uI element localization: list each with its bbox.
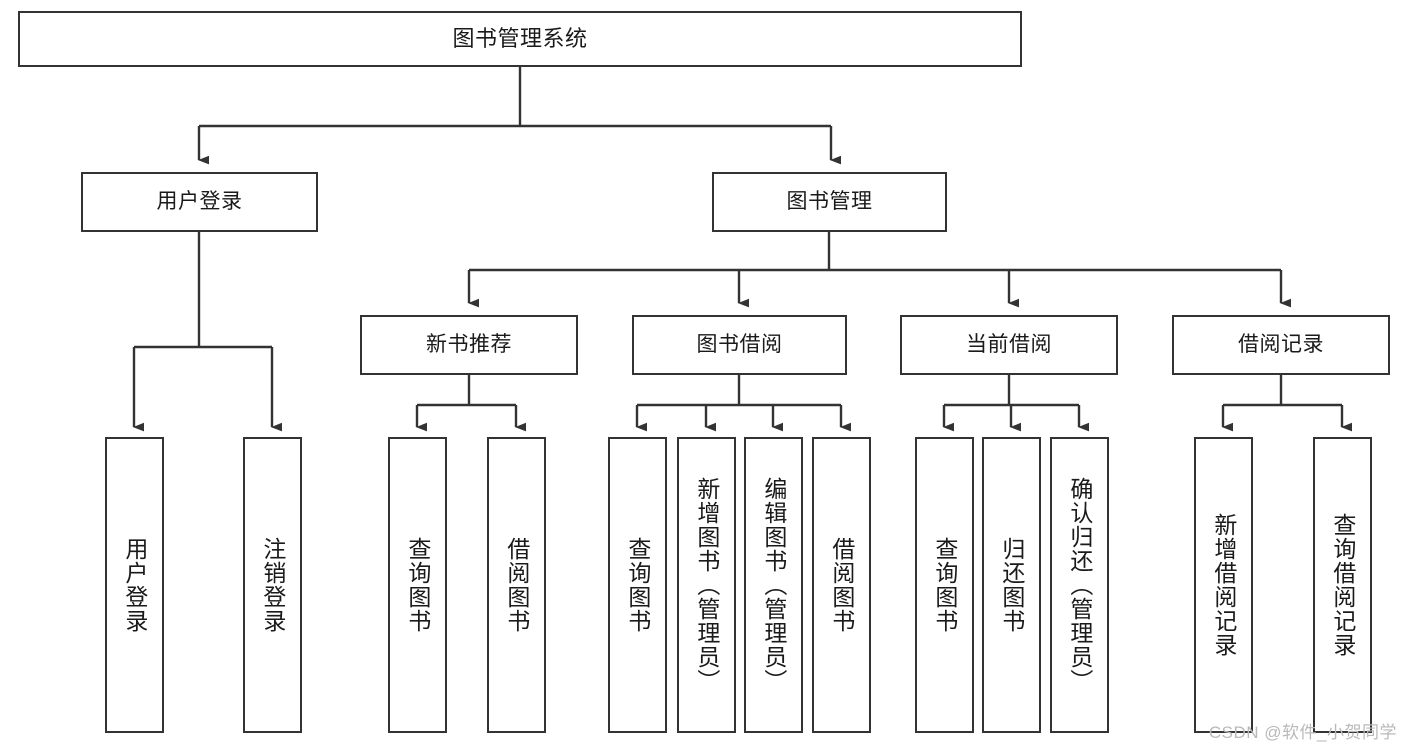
leaf-current-borrow-query[interactable]: 查询图书 xyxy=(915,437,974,733)
leaf-current-borrow-return[interactable]: 归还图书 xyxy=(982,437,1041,733)
node-book-management[interactable]: 图书管理 xyxy=(712,172,947,232)
leaf-book-borrow-add[interactable]: 新增图书（管理员） xyxy=(677,437,736,733)
leaf-book-borrow-edit[interactable]: 编辑图书（管理员） xyxy=(744,437,803,733)
node-label: 借阅图书 xyxy=(828,537,855,633)
leaf-book-borrow-borrow[interactable]: 借阅图书 xyxy=(812,437,871,733)
node-label: 借阅记录 xyxy=(1238,332,1324,356)
leaf-user-login-logout[interactable]: 注销登录 xyxy=(243,437,302,733)
watermark-text: CSDN @软件_小贺同学 xyxy=(1208,723,1397,742)
node-label: 确认归还（管理员） xyxy=(1066,477,1093,693)
node-label: 当前借阅 xyxy=(966,332,1052,356)
leaf-borrow-record-query[interactable]: 查询借阅记录 xyxy=(1313,437,1372,733)
node-new-book-recommend[interactable]: 新书推荐 xyxy=(360,315,578,375)
leaf-current-borrow-confirm-return[interactable]: 确认归还（管理员） xyxy=(1050,437,1109,733)
node-label: 注销登录 xyxy=(259,537,286,633)
node-label: 借阅图书 xyxy=(503,537,530,633)
leaf-borrow-record-add[interactable]: 新增借阅记录 xyxy=(1194,437,1253,733)
node-current-borrow[interactable]: 当前借阅 xyxy=(900,315,1118,375)
node-root-system[interactable]: 图书管理系统 xyxy=(18,11,1022,67)
leaf-user-login-login[interactable]: 用户登录 xyxy=(105,437,164,733)
node-label: 用户登录 xyxy=(121,537,148,633)
node-label: 查询图书 xyxy=(624,537,651,633)
node-label: 查询图书 xyxy=(404,537,431,633)
node-borrow-record[interactable]: 借阅记录 xyxy=(1172,315,1390,375)
node-label: 新增图书（管理员） xyxy=(693,477,720,693)
node-label: 新增借阅记录 xyxy=(1210,513,1237,657)
leaf-book-borrow-query[interactable]: 查询图书 xyxy=(608,437,667,733)
node-book-borrow[interactable]: 图书借阅 xyxy=(632,315,847,375)
node-label: 归还图书 xyxy=(998,537,1025,633)
node-label: 用户登录 xyxy=(156,189,243,213)
node-user-login[interactable]: 用户登录 xyxy=(81,172,318,232)
leaf-new-book-borrow[interactable]: 借阅图书 xyxy=(487,437,546,733)
node-label: 图书借阅 xyxy=(696,332,783,356)
node-label: 查询借阅记录 xyxy=(1329,513,1356,657)
node-label: 查询图书 xyxy=(931,537,958,633)
node-label: 编辑图书（管理员） xyxy=(760,477,787,693)
node-label: 图书管理系统 xyxy=(452,26,588,52)
node-label: 新书推荐 xyxy=(426,332,512,356)
leaf-new-book-query[interactable]: 查询图书 xyxy=(388,437,447,733)
node-label: 图书管理 xyxy=(786,189,873,213)
